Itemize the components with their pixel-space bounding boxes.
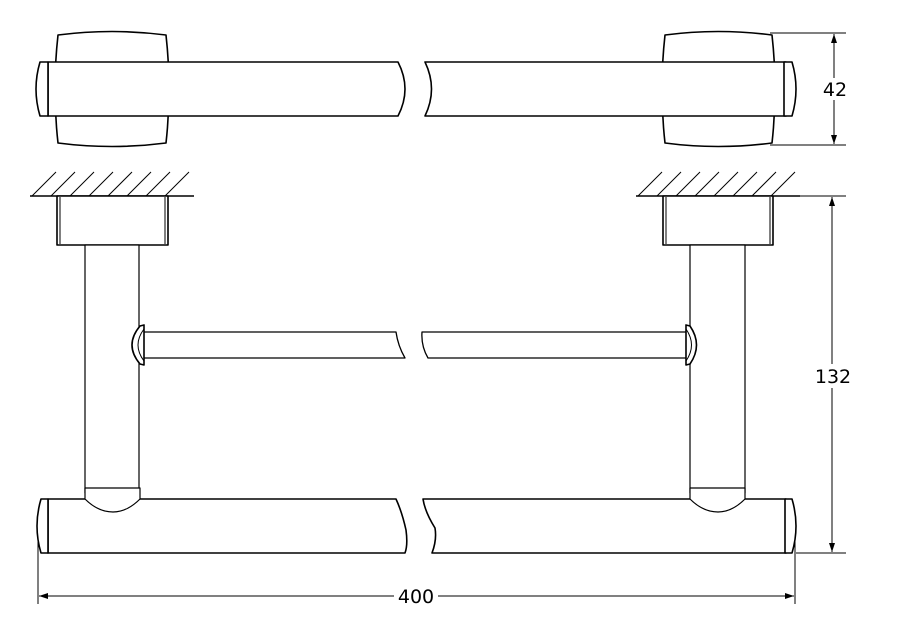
right-wall-hatch: [636, 171, 800, 197]
hatch-line: [656, 171, 682, 197]
top-bar-left-segment: [47, 61, 406, 117]
lower-bar-right-segment: [422, 498, 787, 554]
hatch-line: [88, 171, 114, 197]
right-post-dome: [689, 487, 746, 513]
hatch-line: [145, 171, 171, 197]
left-post-dome: [84, 487, 141, 513]
hatch-line: [164, 171, 190, 197]
dimension-400: 400: [37, 540, 796, 608]
right-post: [689, 244, 746, 494]
dimension-42: 42: [770, 32, 850, 146]
top-left-end-cap: [35, 61, 49, 117]
hatch-line: [713, 171, 739, 197]
dimension-label-42: 42: [823, 79, 847, 101]
left-post: [84, 244, 140, 494]
hatch-line: [69, 171, 95, 197]
upper-bar-right-segment: [421, 331, 689, 359]
lower-left-end-cap: [36, 498, 49, 554]
top-bar-right-segment: [424, 61, 787, 117]
hatch-line: [50, 171, 76, 197]
top-right-end-cap: [783, 61, 797, 117]
top-view: [35, 30, 797, 148]
upper-bar-left-segment: [142, 331, 406, 359]
hatch-line: [675, 171, 701, 197]
lower-bar-left-segment: [47, 498, 408, 554]
dimension-label-400: 400: [398, 586, 434, 608]
hatch-line: [732, 171, 758, 197]
hatch-line: [694, 171, 720, 197]
hatch-line: [107, 171, 133, 197]
right-wall-flange: [662, 195, 774, 246]
hatch-line: [770, 171, 796, 197]
lower-right-end-cap: [784, 498, 797, 554]
left-wall-flange: [56, 195, 169, 246]
dimension-132: 132: [776, 195, 854, 554]
hatch-line: [637, 171, 663, 197]
hatch-line: [751, 171, 777, 197]
dimension-label-132: 132: [815, 366, 851, 388]
left-wall-hatch: [30, 171, 194, 197]
side-view: [30, 171, 800, 554]
hatch-line: [31, 171, 57, 197]
hatch-line: [126, 171, 152, 197]
